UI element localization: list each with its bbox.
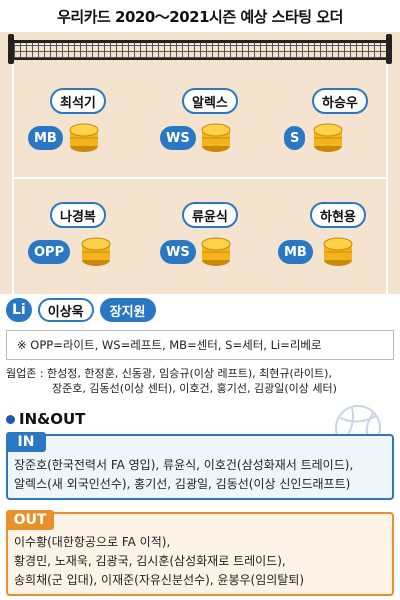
coin-stack-icon [201,123,231,152]
in-tag: IN [6,432,46,452]
in-list: 장준호(한국전력서 FA 영입), 류윤식, 이호건(삼성화재서 트레이드), … [14,456,390,494]
position-badge: WS [160,240,196,264]
warmup-label: 웜업존 : [6,367,44,380]
position-badge: OPP [28,240,71,264]
player-card: 최석기 MB [28,88,148,178]
inout-title: IN&OUT [19,410,86,428]
player-card: 나경복 OPP [28,202,148,292]
net-post-right [386,34,392,64]
libero-row: Li 이상욱 장지원 [0,294,400,326]
player-name: 하승우 [312,88,368,114]
player-card: 하현용 MB [276,202,396,292]
out-line: 송희채(군 입대), 이재준(자유신분선수), 윤봉우(임의탈퇴) [14,573,305,587]
out-line: 이수황(대한항공으로 FA 이적), [14,535,171,549]
position-legend: ※ OPP=라이트, WS=레프트, MB=센터, S=세터, Li=리베로 [6,330,394,360]
inout-heading: IN&OUT [6,408,85,430]
in-box [6,434,394,500]
coin-stack-icon [69,123,99,152]
position-badge: MB [28,126,63,150]
out-line: 황경민, 노재욱, 김광국, 김시훈(삼성화재로 트레이드), [14,554,286,568]
player-name: 하현용 [310,202,366,228]
coin-stack-icon [201,237,231,266]
warmup-line: 한성정, 한정훈, 신동광, 임승규(이상 레프트), 최현규(라이트), [43,367,332,380]
player-card: 알렉스 WS [160,88,280,178]
player-card: 하승우 S [282,88,400,178]
position-badge: WS [160,126,196,150]
out-list: 이수황(대한항공으로 FA 이적), 황경민, 노재욱, 김광국, 김시훈(삼성… [14,533,390,590]
player-name: 최석기 [50,88,106,114]
coin-stack-icon [313,123,343,152]
volleyball-court: 최석기 MB 알렉스 WS 하승우 S 나경복 OPP [0,32,400,294]
warmup-line: 장준호, 김동선(이상 센터), 이호건, 홍기선, 김광일(이상 세터) [52,382,337,395]
position-badge: MB [278,240,313,264]
warmup-zone: 웜업존 : 한성정, 한정훈, 신동광, 임승규(이상 레프트), 최현규(라이… [6,366,394,406]
out-box [6,512,394,596]
coin-stack-icon [81,237,111,266]
coin-stack-icon [323,237,353,266]
bullet-icon [6,414,15,424]
player-name: 나경복 [50,202,106,228]
player-card: 류윤식 WS [160,202,280,292]
net [14,40,386,60]
libero-name: 장지원 [99,298,156,322]
out-tag: OUT [6,510,54,530]
libero-name: 이상욱 [37,298,94,322]
in-line: 알렉스(새 외국인선수), 홍기선, 김광일, 김동선(이상 신인드래프트) [14,477,351,491]
player-name: 류윤식 [182,202,238,228]
player-name: 알렉스 [182,88,238,114]
net-post-left [8,34,14,64]
court-center-line [12,177,388,179]
position-badge: S [284,126,306,150]
page-title: 우리카드 2020～2021시즌 예상 스타팅 오더 [0,0,400,32]
libero-badge: Li [6,298,32,322]
in-line: 장준호(한국전력서 FA 영입), 류윤식, 이호건(삼성화재서 트레이드), [14,458,354,472]
